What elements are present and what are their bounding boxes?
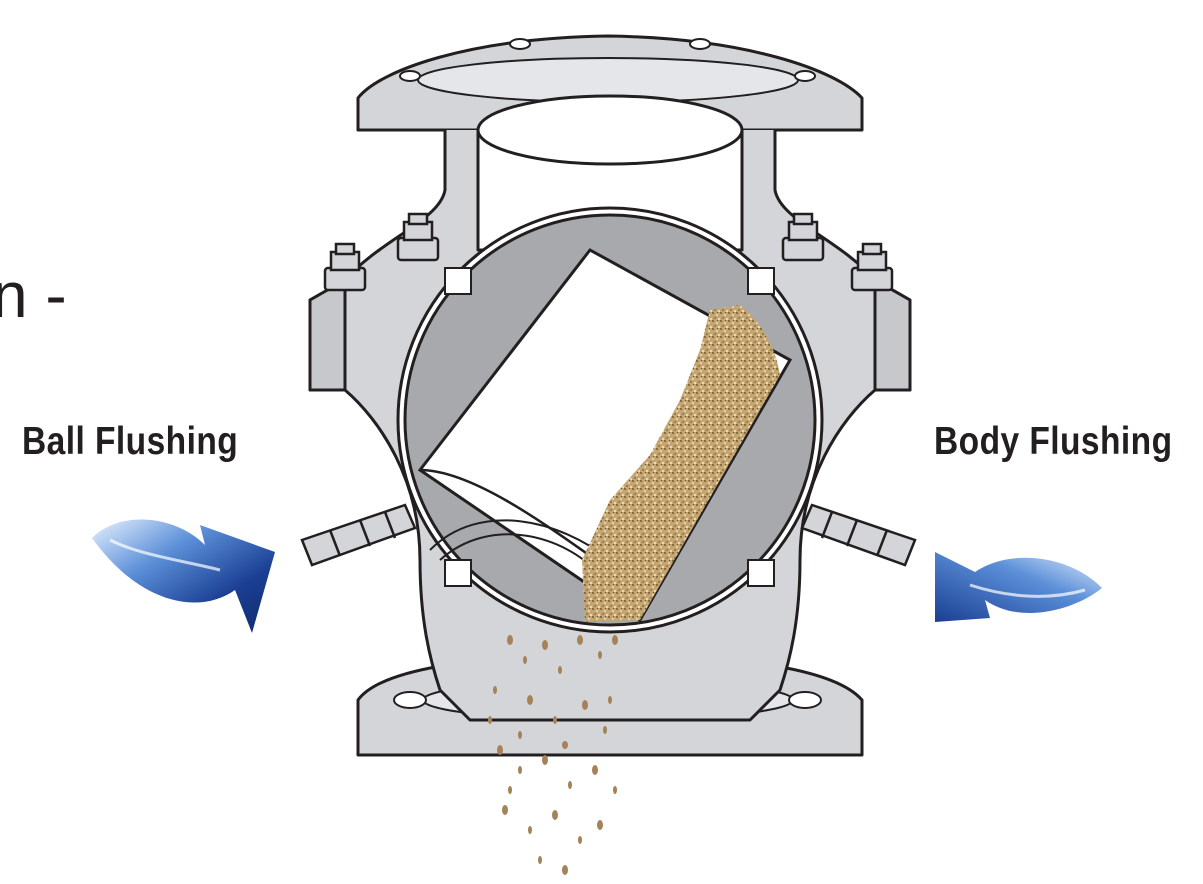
bolts [323,212,894,292]
right-water-arrow [935,552,1102,622]
ball-flushing-label: Ball Flushing [22,420,239,463]
sediment [488,305,780,875]
title-fragment: n - [0,259,67,331]
left-water-arrow [92,519,275,633]
flushing-ports [300,503,917,567]
body-flushing-label: Body Flushing [934,420,1173,463]
